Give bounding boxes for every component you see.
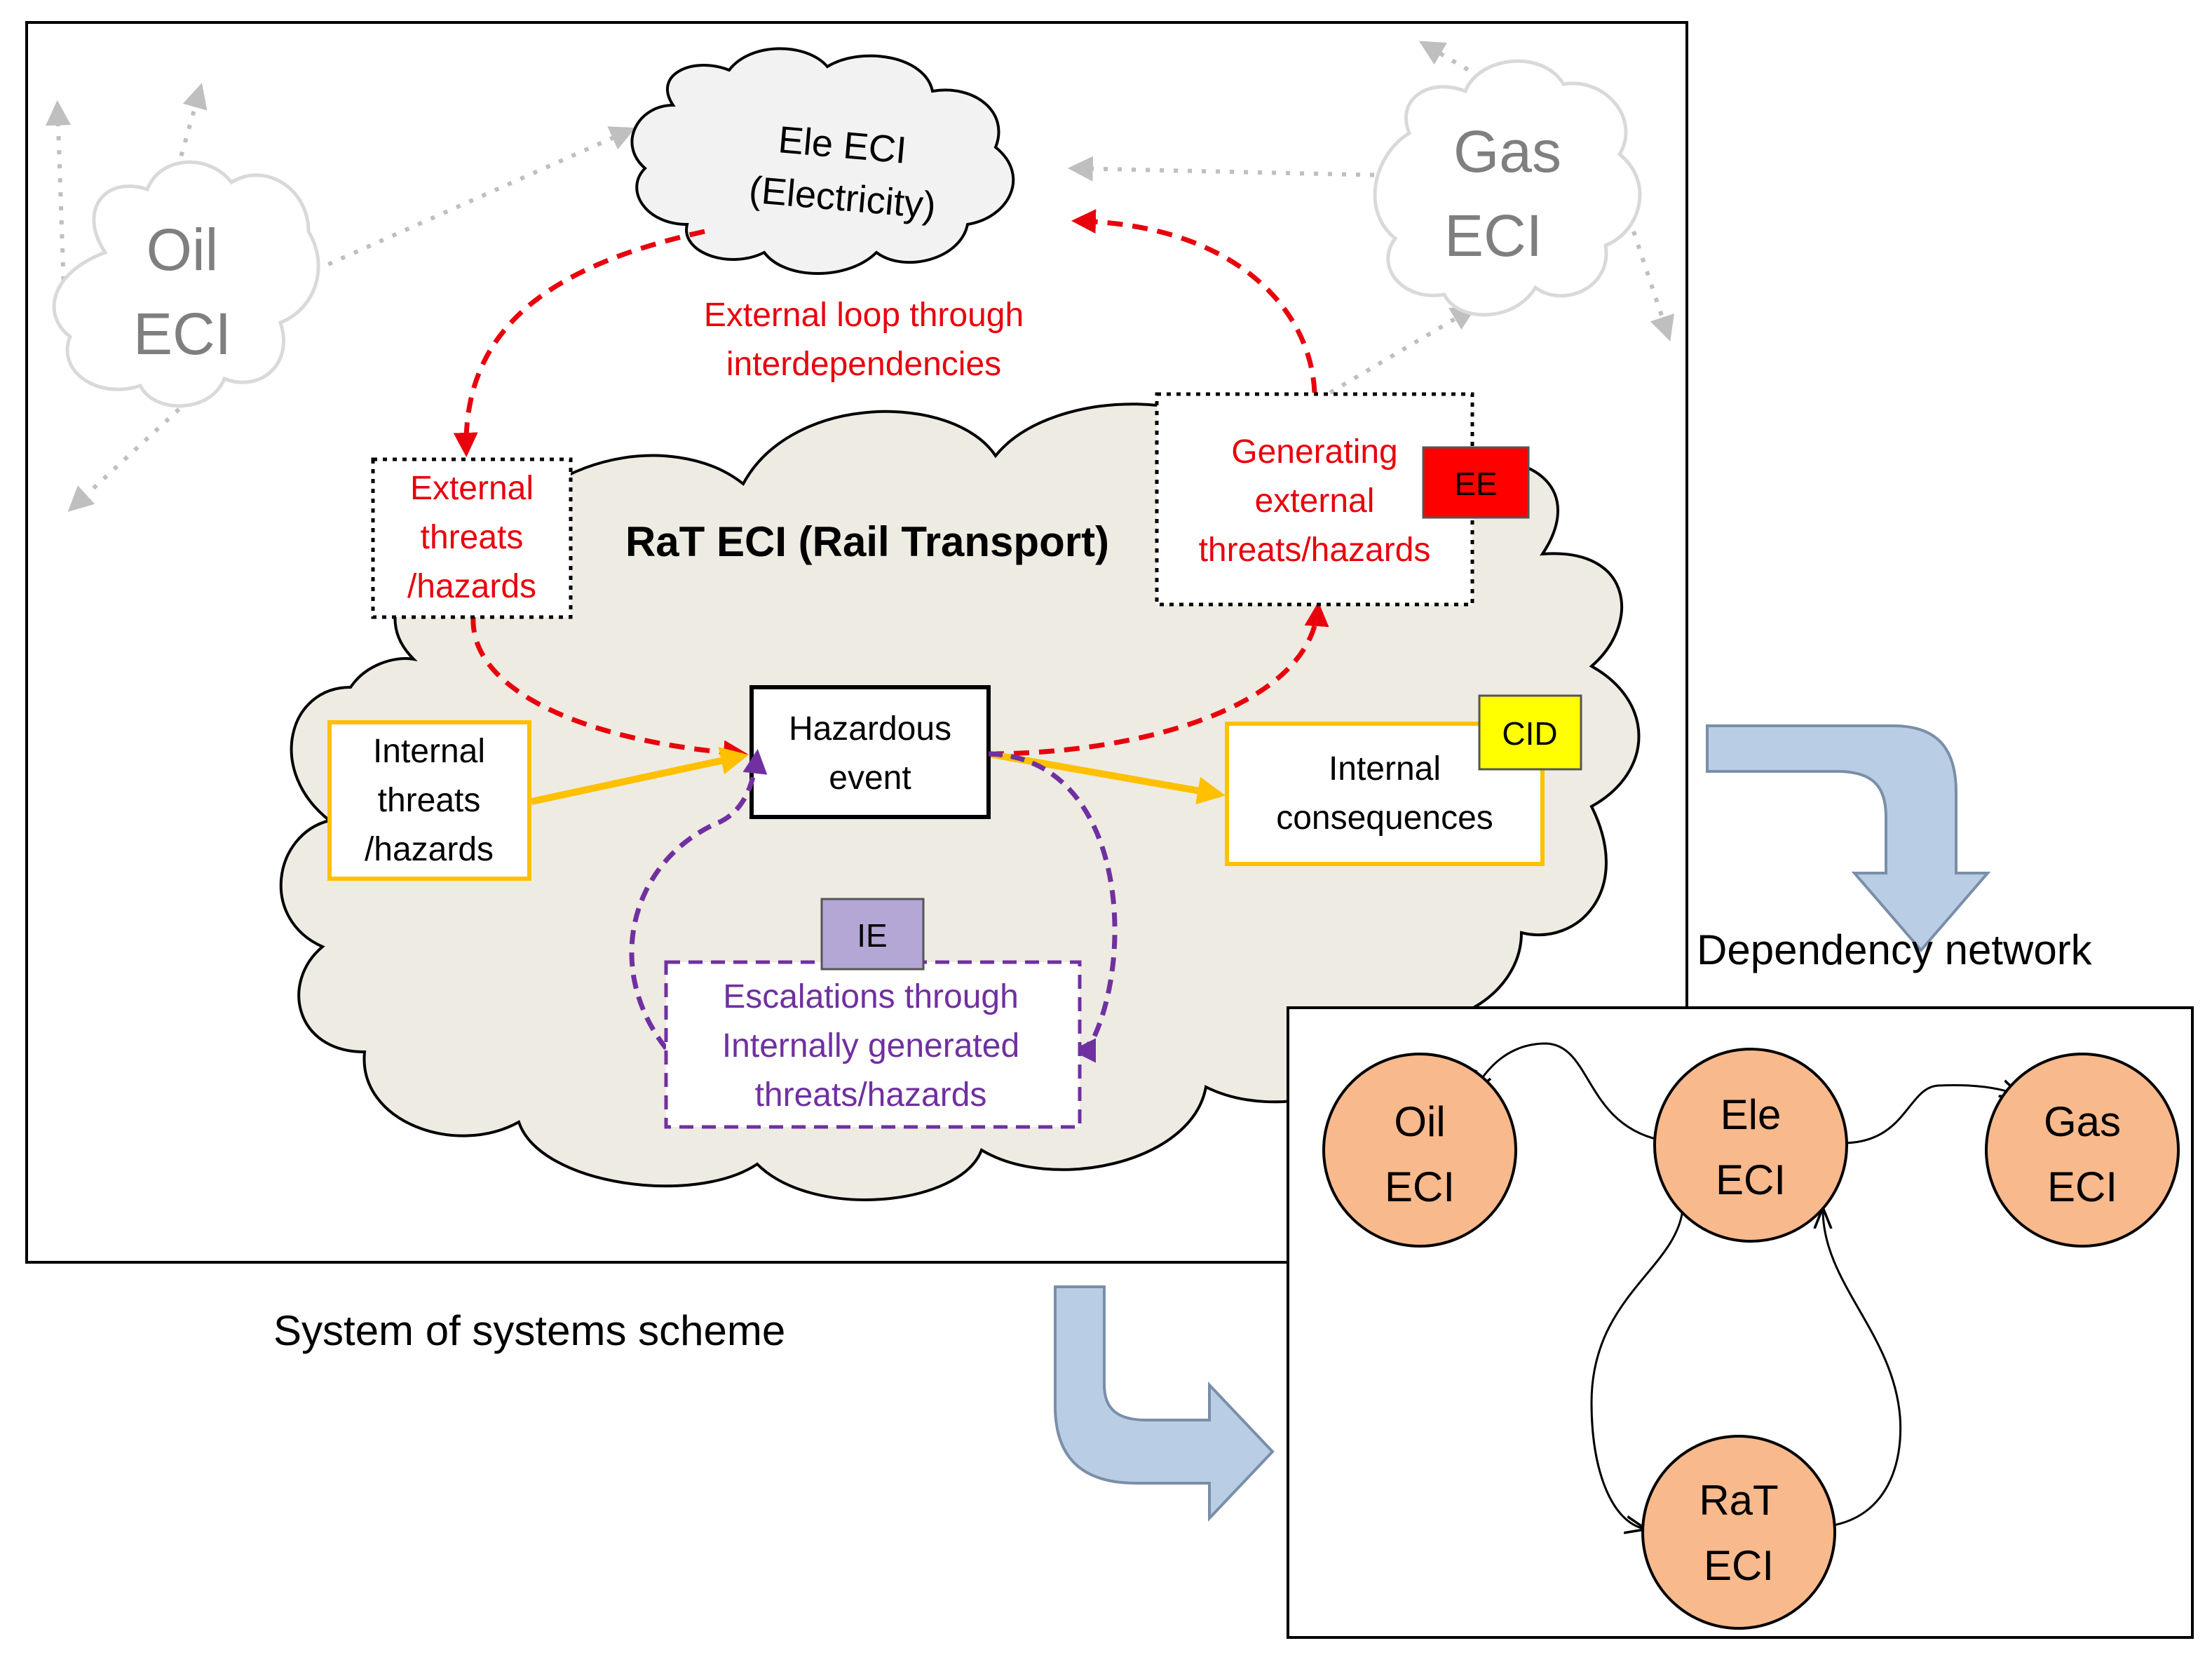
hazardous-event-label: event xyxy=(829,759,911,797)
edge-ele-to-oil xyxy=(1474,1042,1659,1141)
external-threats-label: External xyxy=(410,470,534,507)
network-node-gas xyxy=(1985,1053,2180,1248)
external-loop-arrows xyxy=(453,209,1329,765)
dependency-network-caption: Dependency network xyxy=(1697,926,2093,973)
generating-threats-label: Generating xyxy=(1231,433,1398,471)
ie-tag xyxy=(820,898,925,971)
ee-tag xyxy=(1422,446,1530,519)
hazardous-event-label: Hazardous xyxy=(789,710,951,748)
external-loop-label: External loop through xyxy=(704,297,1024,334)
gas-cloud-label: Gas xyxy=(1453,119,1561,184)
ele-cloud xyxy=(630,47,1015,275)
oil-cloud-label: ECI xyxy=(133,301,231,367)
escalation-arrows xyxy=(629,749,1118,1063)
gas-cloud xyxy=(1373,59,1642,317)
grey-arrow xyxy=(314,126,636,272)
network-node-rat xyxy=(1641,1435,1836,1630)
internal-threats-label: threats xyxy=(378,782,481,819)
ie-tag-label: IE xyxy=(857,917,887,954)
ee-tag-label: EE xyxy=(1454,466,1497,502)
grey-interdependency-arrows xyxy=(46,41,1674,512)
grey-arrow xyxy=(1067,156,1389,182)
network-node-ele xyxy=(1653,1048,1848,1243)
internal-threats-box xyxy=(327,720,531,881)
grey-arrow xyxy=(1317,306,1477,402)
oil-cloud xyxy=(52,160,320,408)
external-threats-box xyxy=(371,457,573,619)
gas-cloud-label: ECI xyxy=(1444,203,1542,269)
system-of-systems-caption: System of systems scheme xyxy=(273,1307,785,1354)
grey-arrow xyxy=(1418,41,1530,107)
escalation-to-hazard-arrow xyxy=(629,749,768,1050)
hazardous-event-box xyxy=(749,685,991,819)
network-node-gas-label: Gas xyxy=(2044,1098,2121,1145)
network-node-rat-label: ECI xyxy=(1704,1542,1774,1589)
generating-threats-label: threats/hazards xyxy=(1199,532,1431,569)
network-node-oil-label: ECI xyxy=(1385,1163,1455,1210)
internal-consequences-label: Internal xyxy=(1329,750,1441,788)
internal-threats-label: /hazards xyxy=(365,831,494,868)
escalations-box xyxy=(664,960,1082,1129)
hazard-to-consequences-arrow xyxy=(988,750,1226,805)
escalations-label: threats/hazards xyxy=(755,1076,987,1114)
cid-tag xyxy=(1478,694,1582,771)
network-node-ele-label: Ele xyxy=(1721,1091,1782,1138)
cid-tag-label: CID xyxy=(1502,715,1557,752)
internal-threats-to-hazard-arrow xyxy=(530,747,749,805)
ele-to-external-threats-arrow xyxy=(453,229,705,457)
edge-rat-to-ele xyxy=(1823,1210,1902,1527)
edge-ele-to-rat xyxy=(1590,1209,1684,1529)
network-node-oil xyxy=(1322,1053,1517,1248)
external-threats-label: threats xyxy=(421,519,524,556)
edge-ele-to-gas xyxy=(1842,1086,2019,1144)
oil-cloud-label: Oil xyxy=(147,217,219,283)
network-edges xyxy=(1474,1042,2019,1529)
escalations-label: Escalations through xyxy=(723,978,1019,1015)
escalations-label: Internally generated xyxy=(722,1027,1019,1065)
internal-threats-label: Internal xyxy=(373,733,485,770)
generating-threats-label: external xyxy=(1255,482,1375,520)
external-threats-label: /hazards xyxy=(407,568,536,605)
internal-consequences-label: consequences xyxy=(1276,799,1493,837)
hazard-to-generating-arrow xyxy=(988,602,1329,757)
blue-turn-arrow-bottom xyxy=(1054,1285,1275,1522)
generating-threats-box xyxy=(1155,392,1474,607)
blue-turn-arrow-right xyxy=(1706,724,1991,953)
network-node-gas-label: ECI xyxy=(2047,1163,2117,1210)
network-node-oil-label: Oil xyxy=(1394,1098,1445,1145)
grey-arrow xyxy=(168,83,208,197)
grey-arrow xyxy=(46,100,71,309)
external-loop-label: interdependencies xyxy=(726,346,1001,383)
generating-to-ele-arrow xyxy=(1071,209,1317,393)
network-node-ele-label: ECI xyxy=(1716,1156,1786,1203)
network-node-rat-label: RaT xyxy=(1699,1477,1778,1524)
external-threats-to-hazard-arrow xyxy=(470,616,748,765)
hazard-to-escalation-arrow xyxy=(988,751,1118,1063)
rat-cloud-title: RaT ECI (Rail Transport) xyxy=(625,518,1109,565)
